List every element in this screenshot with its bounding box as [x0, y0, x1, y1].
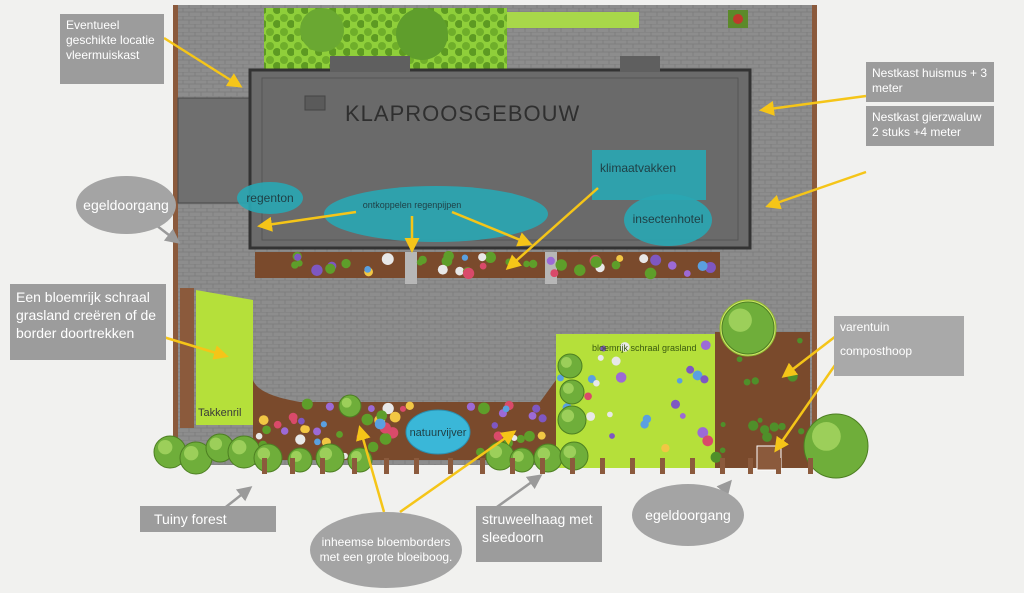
callout-tiny-forest: Tuiny forest — [140, 506, 276, 532]
label-insectenhotel: insectenhotel — [633, 212, 704, 226]
label-bloemrijk: bloemrijk schraal grasland — [592, 343, 697, 353]
label-ontkoppelen: ontkoppelen regenpijpen — [363, 200, 462, 210]
callout-composthoop: composthoop — [834, 340, 964, 376]
fence-posts — [262, 458, 813, 474]
callout-vleermuiskast: Eventueel geschikte locatie vleermuiskas… — [60, 14, 164, 84]
callout-grasland: Een bloemrijk schraal grasland creëren o… — [10, 284, 166, 360]
planter-strip — [255, 250, 720, 284]
label-klimaatvakken: klimaatvakken — [600, 161, 676, 175]
callout-egeldoorgang-left: egeldoorgang — [76, 176, 176, 234]
callout-gierzwaluw: Nestkast gierzwaluw 2 stuks +4 meter — [866, 106, 994, 146]
callout-bloemborders: inheemse bloemborders met een grote bloe… — [310, 512, 462, 588]
building-title: KLAPROOSGEBOUW — [345, 101, 580, 126]
label-natuurvijver: natuurvijver — [410, 427, 467, 439]
callout-varentuin: varentuin — [834, 316, 964, 340]
callout-arrows — [159, 36, 867, 514]
callout-huismus: Nestkast huismus + 3 meter — [866, 62, 994, 102]
callout-struweelhaag: struweelhaag met sleedoorn — [476, 506, 602, 562]
label-regenton: regenton — [246, 191, 293, 205]
tiny-forest-trees — [153, 301, 869, 479]
callout-egeldoorgang-bottom: egeldoorgang — [632, 484, 744, 546]
label-takkenril: Takkenril — [198, 407, 241, 419]
teal-overlays — [237, 150, 712, 246]
